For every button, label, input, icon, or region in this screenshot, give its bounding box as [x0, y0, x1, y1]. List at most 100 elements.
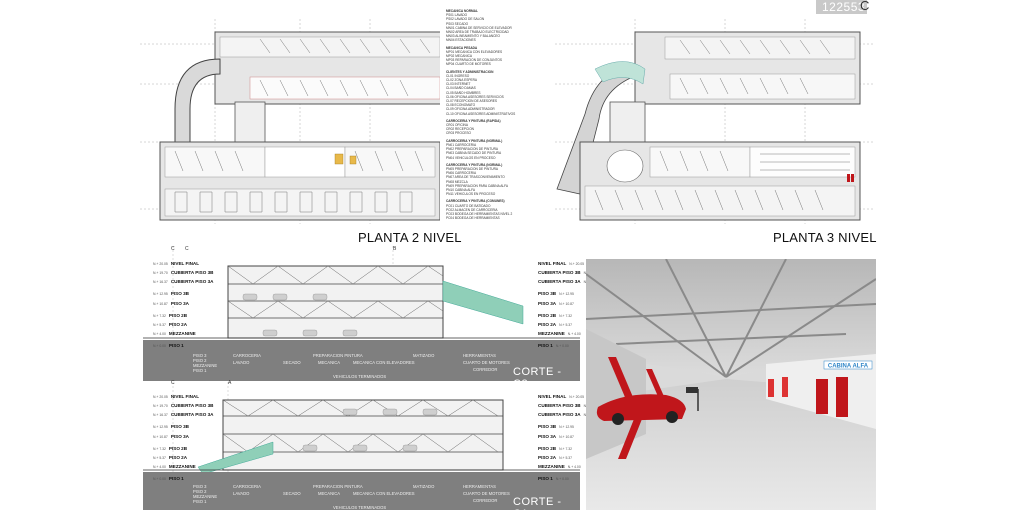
band-area-label: PREPARACION PINTURA — [313, 484, 363, 489]
sheet-letter: C — [860, 0, 870, 13]
ramp-c2 — [442, 280, 524, 325]
level-value: N.+ 20.05 — [153, 262, 168, 266]
interior-render: CABINA ALFA — [586, 259, 876, 510]
section-c2-band — [143, 340, 580, 381]
level-value: N.+ 19.70 — [153, 404, 168, 408]
legend-item: PN05 PREPARACION DE PINTURA — [446, 166, 499, 171]
grid-label-c2-left-2: C — [185, 246, 189, 252]
band-area-label: VEHICULOS TERMINADOS — [333, 374, 387, 379]
grid-label-c1-left: C — [171, 380, 175, 386]
legend-item: CL07 RECEPCION DE ASESORES — [446, 99, 498, 104]
level-value: N.+ 20.05 — [569, 395, 585, 399]
level-name: MEZZANINE — [168, 331, 196, 336]
level-value: N.+ 12.95 — [559, 425, 574, 429]
legend-item: MN03 ALINEAMIENTO Y BALANCEO — [446, 34, 501, 39]
legend-item: CL05 BAÑO HOMBRES — [446, 90, 481, 95]
legend-item: MN01 CABINA DE SERVICIO DE ELEVADOR — [446, 25, 512, 30]
level-value: N.+ 0.00 — [555, 477, 569, 481]
band-floor-label: PISO 1 — [193, 368, 207, 373]
plan-level-2-title: PLANTA 2 NIVEL — [358, 230, 462, 245]
level-name: PISO 2B — [538, 446, 557, 451]
legend-item: PN02 PREPARACION DE PINTURA — [446, 147, 499, 152]
level-name: PISO 1 — [168, 476, 184, 481]
band-area-label: SECADO — [283, 360, 301, 365]
level-value: N.+ 20.05 — [153, 395, 168, 399]
ramp-c1 — [197, 441, 274, 475]
grid-label-c2-left: C — [171, 246, 175, 252]
legend-item: CL04 BAÑO DAMAS — [446, 86, 476, 91]
band-floor-label: MEZZANINE — [193, 363, 218, 368]
band-area-label: MECANICA — [318, 360, 341, 365]
band-area-label: MECANICA CON ELEVADORES — [353, 491, 415, 496]
level-value: N.+ 0.00 — [555, 344, 569, 348]
level-name: NIVEL FINAL — [170, 394, 200, 399]
legend-item: CL08 ECONOMATO — [446, 103, 476, 108]
legend-item: MN04 ESTACIONES — [446, 38, 476, 43]
band-area-label: CARROCERIA — [233, 484, 261, 489]
section-c1-title: CORTE - C1 — [513, 496, 562, 520]
band-area-label: CORREDOR — [473, 498, 498, 503]
level-name: MEZZANINE — [538, 464, 565, 469]
band-floor-label: MEZZANINE — [193, 494, 218, 499]
legend-item: PN03 CABINA SECADO DE PINTURA — [446, 151, 502, 156]
level-value: N.+ 10.87 — [559, 435, 574, 439]
legend-item: CL09 OFICINA ADMINISTRADOR — [446, 107, 495, 112]
level-name: NIVEL FINAL — [170, 261, 200, 266]
legend-item: MN02 AREA DE TRABAJO ELECTRICIDAD — [446, 30, 509, 35]
level-value: N.+ 10.87 — [153, 435, 168, 439]
legend-item: CL02 ZONA ESPERA — [446, 78, 478, 83]
legend-item: PC04 BODEGA DE HERRAMIENTAS — [446, 216, 500, 221]
level-name: MEZZANINE — [538, 331, 565, 336]
legend-group-title: MECANICA PESADA — [446, 45, 478, 50]
level-name: CUBIERTA PISO 3B — [170, 270, 214, 275]
band-area-label: CUARTO DE MOTORES — [463, 360, 510, 365]
cabina-alfa-sign-text: CABINA ALFA — [828, 364, 869, 370]
section-c2-drawing — [143, 246, 580, 381]
level-name: NIVEL FINAL — [538, 261, 567, 266]
level-name: PISO 2B — [168, 446, 188, 451]
legend-group-title: CARROCERIA Y PINTURA (RAPIDA) — [446, 118, 501, 123]
plan-level-3-title: PLANTA 3 NIVEL — [773, 230, 877, 245]
plan-level-3-drawing — [555, 19, 875, 224]
level-name: PISO 3B — [170, 424, 189, 429]
legend-item: PC01 CUARTO DE BATIDADO — [446, 203, 491, 208]
legend-item: CL01 INGRESO — [446, 73, 470, 78]
band-area-label: CUARTO DE MOTORES — [463, 491, 510, 496]
level-value: N.+ 7.32 — [559, 447, 573, 451]
legend-item: PS03 SECADO — [446, 21, 469, 26]
legend-item: PN08 MEZCLA — [446, 179, 468, 184]
band-area-label: MATIZADO — [413, 353, 435, 358]
band-area-label: MATIZADO — [413, 484, 435, 489]
section-c1-drawing — [143, 382, 580, 510]
level-value: N.+ 19.70 — [153, 271, 168, 275]
legend-item: PN07 AREA DE TRASCONVENIMIENTO — [446, 175, 505, 180]
band-floor-label: PISO 3 — [193, 484, 207, 489]
band-floor-label: PISO 2 — [193, 489, 207, 494]
level-name: CUBIERTA PISO 3B — [170, 403, 214, 408]
level-name: CUBIERTA PISO 3A — [538, 412, 581, 417]
level-name: PISO 3B — [170, 291, 189, 296]
level-name: MEZZANINE — [168, 464, 196, 469]
level-name: PISO 2A — [168, 455, 188, 460]
level-value: N.+ 0.00 — [153, 344, 166, 348]
legend-item: CR02 RECEPCION — [446, 127, 474, 132]
level-name: PISO 3A — [170, 434, 189, 439]
level-name: PISO 3B — [538, 424, 557, 429]
legend-item: PN09 PREPARACION PARA CABINA ALFA — [446, 183, 509, 188]
legend-group-title: CARROCERIA Y PINTURA (COMUNES) — [446, 199, 505, 204]
level-name: PISO 1 — [538, 476, 553, 481]
band-floor-label: PISO 1 — [193, 499, 207, 504]
level-value: N.+ 5.37 — [559, 456, 573, 460]
legend-item: PN04 VEHICULOS EN PROCESO — [446, 155, 496, 160]
